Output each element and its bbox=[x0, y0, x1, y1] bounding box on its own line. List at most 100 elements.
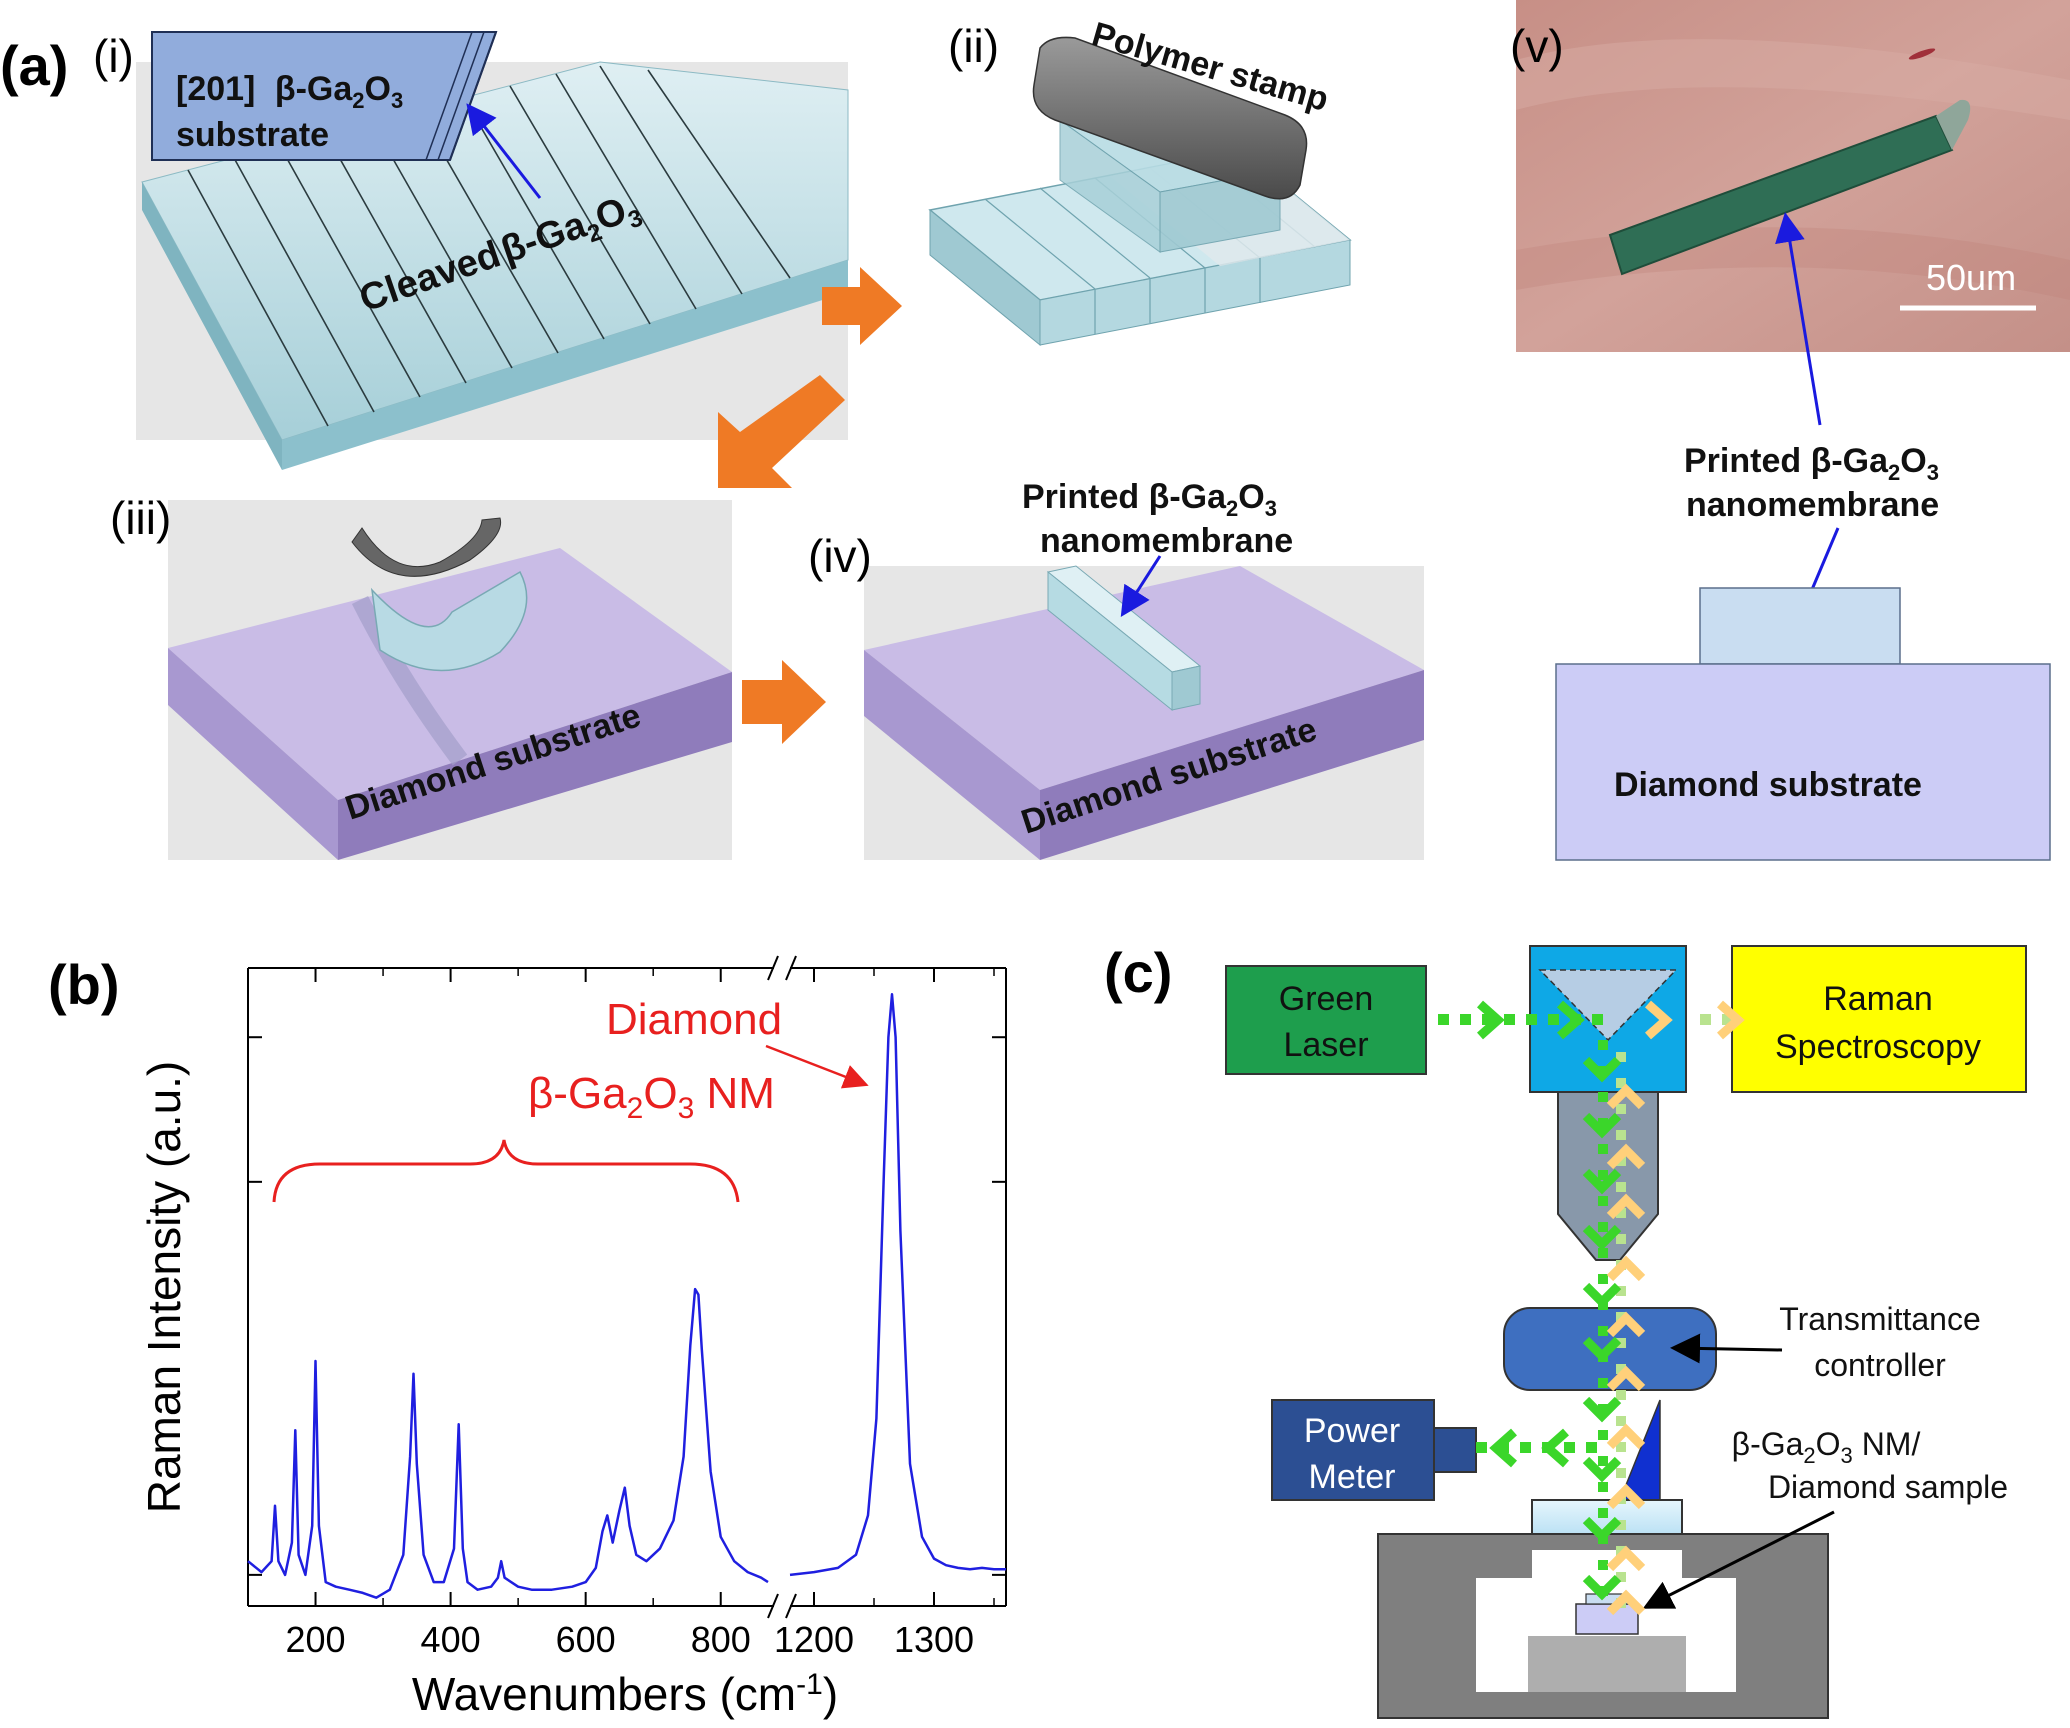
process-arrows bbox=[718, 267, 902, 744]
chevron-down-icon bbox=[1582, 1516, 1622, 1543]
beam-dot bbox=[1598, 1508, 1608, 1518]
beam-dot bbox=[1598, 1170, 1608, 1180]
arrow-ii-to-iii bbox=[718, 375, 845, 488]
printed-iv-sub3: 3 bbox=[1265, 496, 1277, 521]
beam-dot bbox=[1616, 1416, 1626, 1426]
power-label-2: Meter bbox=[1309, 1458, 1396, 1496]
printed-iv-sub2: 2 bbox=[1226, 496, 1238, 521]
cleaved-arrow bbox=[466, 103, 542, 199]
chevron-down-icon bbox=[1582, 1456, 1622, 1483]
micrograph-arrow bbox=[1775, 212, 1822, 426]
beam-dot bbox=[1598, 1092, 1608, 1102]
chevron-up-icon bbox=[1606, 1083, 1646, 1110]
bracket-formula-sub2: 2 bbox=[627, 1092, 644, 1125]
chevron-right-icon bbox=[1717, 1000, 1745, 1040]
chevron-up-icon bbox=[1606, 1193, 1646, 1220]
bent-stamp bbox=[351, 517, 502, 577]
chevron-down-icon bbox=[1582, 1112, 1622, 1139]
substrate-formula-a: β-Ga bbox=[275, 70, 354, 108]
raman-box bbox=[1731, 945, 2027, 1093]
beam-dot bbox=[1616, 1208, 1626, 1218]
polymer-stamp-shape bbox=[1032, 36, 1308, 200]
bracket-formula-a: β-Ga bbox=[528, 1069, 627, 1118]
chevron-up-icon bbox=[1606, 1483, 1646, 1510]
beam-dot bbox=[1598, 1040, 1608, 1050]
beam-dot bbox=[1548, 1014, 1559, 1025]
chevron-up-icon bbox=[1606, 1545, 1646, 1572]
power-meter-port bbox=[1433, 1427, 1477, 1473]
arrow-iii-to-iv bbox=[742, 660, 826, 744]
raman-label-1: Raman bbox=[1823, 980, 1933, 1018]
panel-a-label: (a) bbox=[0, 34, 68, 97]
panel-b-label: (b) bbox=[48, 953, 120, 1016]
chevron-down-icon bbox=[1582, 1282, 1622, 1309]
cleaved-block-front bbox=[282, 260, 848, 470]
chevron-left-icon bbox=[1489, 1428, 1517, 1468]
beam-dot bbox=[1476, 1442, 1487, 1453]
lifted-membrane bbox=[370, 570, 528, 672]
beam-dot bbox=[1616, 1286, 1626, 1296]
x-tick-label: 1200 bbox=[774, 1619, 854, 1660]
beam-dot bbox=[1616, 1442, 1626, 1452]
beam-dot bbox=[1460, 1014, 1471, 1025]
power-label-1: Power bbox=[1304, 1412, 1400, 1450]
printed-v-formula-a: Printed β-Ga bbox=[1684, 442, 1889, 480]
raman-label-2: Spectroscopy bbox=[1775, 1028, 1981, 1066]
sample-formula-o: O bbox=[1816, 1426, 1841, 1462]
substrate-miller-index: [201] bbox=[176, 70, 255, 108]
transmittance-arrow bbox=[1670, 1333, 1783, 1364]
substrate-formula-sub2: 2 bbox=[352, 88, 364, 113]
printed-arrow-iv bbox=[1120, 555, 1162, 618]
diamond-front-iv bbox=[1040, 670, 1424, 860]
beam-dot bbox=[1598, 1378, 1608, 1388]
diamond-peak-label: Diamond bbox=[606, 995, 782, 1044]
printed-label-v-2: nanomembrane bbox=[1686, 486, 1939, 524]
panel-a: (a) [ bbox=[0, 0, 2070, 861]
beam-dot bbox=[1520, 1442, 1531, 1453]
step-iii-printing: (iii) Diamond substrate bbox=[110, 492, 732, 860]
beam-dot bbox=[1616, 1130, 1626, 1140]
panel-c-label: (c) bbox=[1104, 941, 1172, 1004]
chevron-up-icon bbox=[1606, 1255, 1646, 1282]
diamond-side-iv bbox=[864, 650, 1040, 860]
step-iii-label: (iii) bbox=[110, 492, 171, 544]
sample-arrow bbox=[1642, 1510, 1835, 1609]
diamond-front-iii bbox=[338, 672, 732, 860]
beam-dot bbox=[1598, 1196, 1608, 1206]
axis-break-mark bbox=[785, 955, 797, 981]
chevron-up-icon bbox=[1606, 1311, 1646, 1338]
green-laser-label-2: Laser bbox=[1283, 1026, 1368, 1064]
beam-dot bbox=[1616, 1390, 1626, 1400]
chevron-right-icon bbox=[1557, 1000, 1585, 1040]
laser-beams bbox=[1438, 1000, 1745, 1616]
step-ii-label: (ii) bbox=[948, 20, 999, 72]
printed-iv-formula-a: Printed β-Ga bbox=[1022, 478, 1227, 516]
panel-c: (c) Green Laser Raman Spectroscopy Trans… bbox=[1104, 941, 2027, 1719]
axis-break-mark bbox=[767, 1593, 779, 1619]
beam-dot bbox=[1526, 1014, 1537, 1025]
beam-dot bbox=[1616, 1234, 1626, 1244]
beam-dot bbox=[1598, 1560, 1608, 1570]
green-laser-label-1: Green bbox=[1279, 980, 1374, 1018]
x-tick-label: 200 bbox=[285, 1619, 345, 1660]
beam-dot bbox=[1616, 1520, 1626, 1530]
chevron-up-icon bbox=[1606, 1589, 1646, 1616]
beam-dot bbox=[1598, 1326, 1608, 1336]
step-v-label: (v) bbox=[1510, 20, 1564, 72]
beam-dot bbox=[1482, 1014, 1493, 1025]
printed-nm-end bbox=[1171, 665, 1201, 711]
printed-v-sub3: 3 bbox=[1927, 460, 1939, 485]
printed-nm-side bbox=[1047, 570, 1173, 712]
raman-spectrum-left bbox=[247, 1287, 769, 1599]
x-tick-label: 1300 bbox=[894, 1619, 974, 1660]
beam-dot bbox=[1598, 1118, 1608, 1128]
transmittance-label-2: controller bbox=[1814, 1347, 1946, 1383]
beam-dot bbox=[1616, 1078, 1626, 1088]
diamond-side-iii bbox=[168, 648, 338, 860]
printed-v-o: O bbox=[1900, 442, 1926, 480]
substrate-label-line1: [201] β-Ga2O3 bbox=[176, 70, 403, 113]
transmittance-label-1: Transmittance bbox=[1779, 1301, 1981, 1337]
nm-bracket bbox=[272, 1139, 740, 1203]
chevron-right-icon bbox=[1645, 1000, 1673, 1040]
